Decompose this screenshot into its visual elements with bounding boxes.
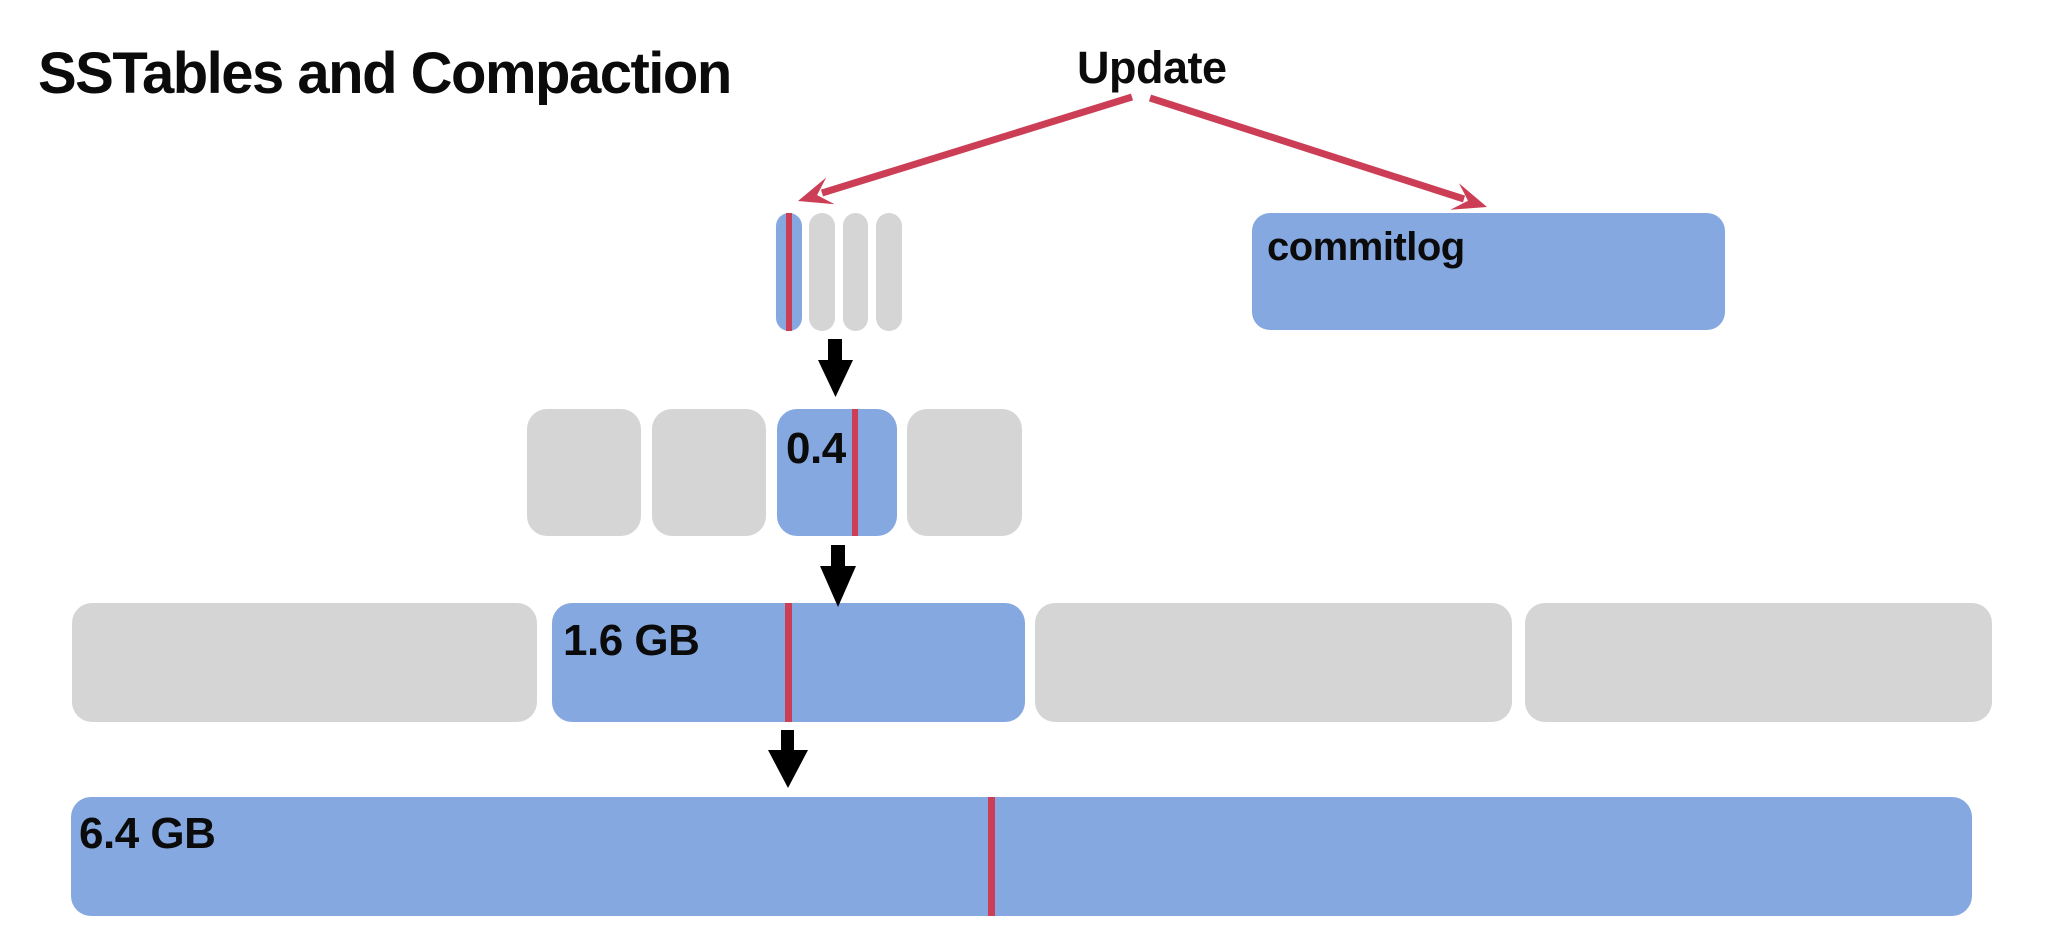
update-to-memtable-arrow — [798, 93, 1134, 205]
updated-row-marker — [786, 213, 792, 331]
compaction-arrow-2 — [768, 730, 808, 788]
commitlog-label: commitlog — [1267, 225, 1465, 269]
updated-row-marker — [785, 603, 792, 722]
memtable-segment-active — [776, 213, 802, 331]
page-title: SSTables and Compaction — [38, 41, 732, 106]
sstable-box-flushed: 0.4 — [777, 409, 897, 536]
update-label: Update — [1077, 42, 1227, 93]
sstable-size-label: 6.4 GB — [79, 809, 216, 858]
sstable-box — [72, 603, 537, 722]
sstable-box — [907, 409, 1022, 536]
sstable-box — [1035, 603, 1512, 722]
flush-arrow — [818, 339, 853, 397]
sstable-box-large: 6.4 GB — [71, 797, 1972, 916]
sstable-size-label: 1.6 GB — [563, 616, 700, 665]
sstable-box — [1525, 603, 1992, 722]
commitlog-box: commitlog — [1252, 213, 1725, 330]
update-to-commitlog-arrow — [1148, 94, 1487, 210]
updated-row-marker — [988, 797, 995, 916]
sstable-box — [527, 409, 641, 536]
sstable-box-compacted: 1.6 GB — [552, 603, 1025, 722]
memtable-segment — [876, 213, 902, 331]
memtable-segment — [843, 213, 868, 331]
updated-row-marker — [852, 409, 858, 536]
compaction-arrow-1 — [820, 545, 856, 607]
memtable-segment — [809, 213, 835, 331]
sstable-box — [652, 409, 766, 536]
sstable-size-label: 0.4 — [786, 424, 846, 473]
